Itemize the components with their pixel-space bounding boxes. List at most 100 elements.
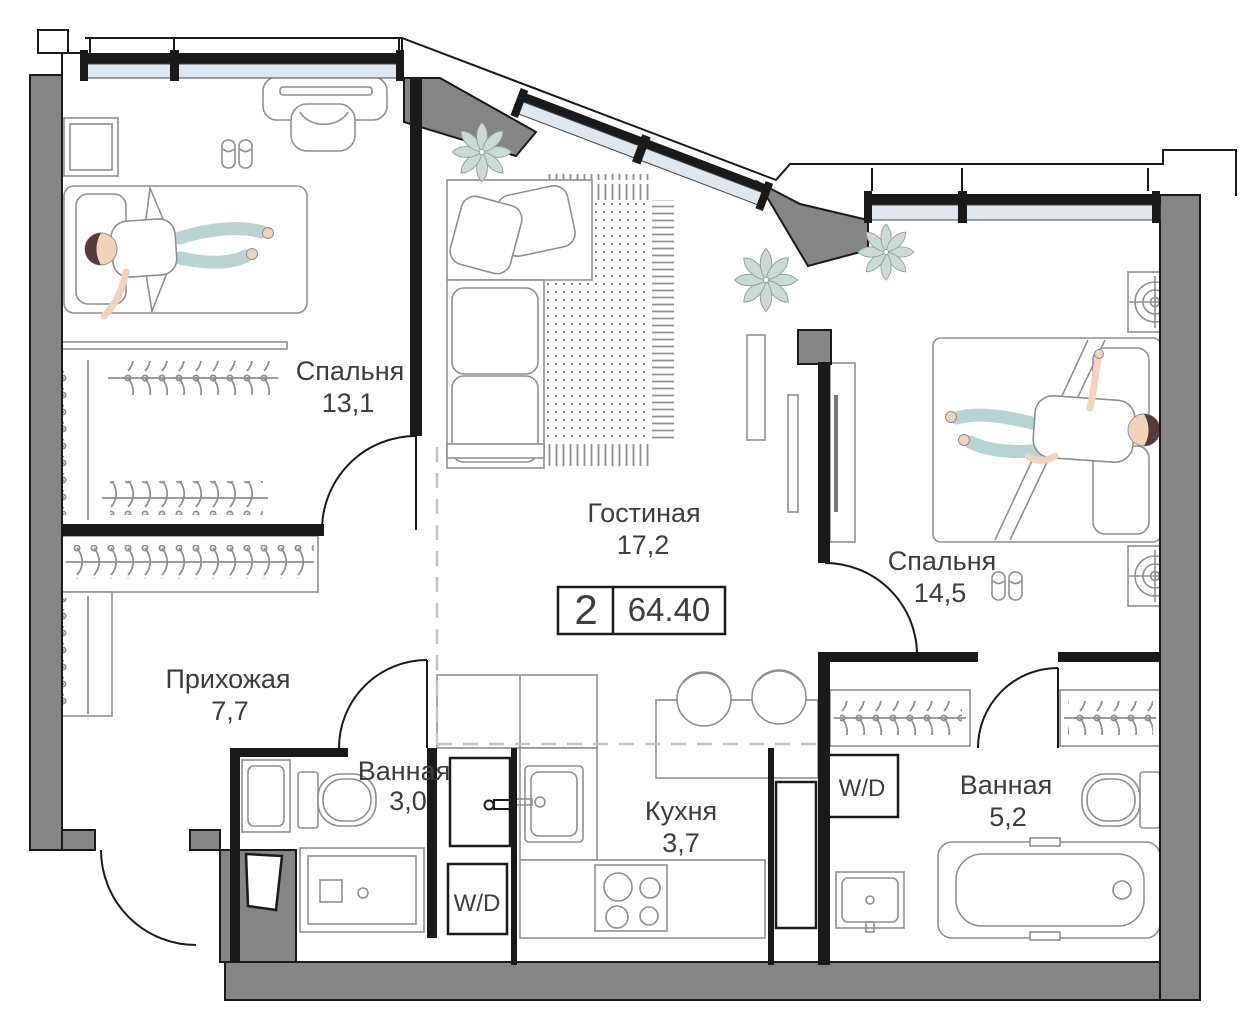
bathtub (937, 837, 1161, 941)
foot (262, 227, 274, 239)
shower-unit (299, 847, 425, 933)
tv-console (746, 334, 799, 513)
room-area: 5,2 (989, 802, 1027, 832)
wall-bottom (224, 961, 1201, 1001)
wall-bedroom2-bathroom2 (830, 652, 978, 662)
kitchen-sink (515, 765, 584, 843)
seat-cushion (451, 287, 539, 375)
room-name: Прихожая (165, 664, 290, 694)
tub-handle (1029, 837, 1061, 847)
bedroom-1-furniture (56, 76, 388, 520)
room-area: 7,7 (211, 696, 249, 726)
media-cabinet (829, 362, 856, 543)
washer-dryer-1: W/D (446, 862, 509, 936)
room-name: Ванная (358, 756, 450, 786)
door-bedroom-2 (824, 562, 918, 656)
plant-icon (734, 248, 798, 312)
room-area: 3,0 (389, 786, 427, 816)
wall-kitchen-left (511, 748, 517, 965)
wall-entry (61, 829, 96, 851)
wall-left (29, 74, 63, 851)
wd-label: W/D (454, 890, 501, 917)
hallway-closets (57, 535, 319, 717)
hangers-row (840, 701, 962, 735)
room-label-bedroom-1: Спальня 13,1 (296, 356, 405, 418)
doors (100, 435, 1059, 946)
person-sleeping-1 (84, 218, 274, 320)
room-label-bathroom-2: Ванная 5,2 (960, 770, 1052, 832)
room-name: Спальня (888, 546, 997, 576)
wall-shaft-left (768, 748, 774, 965)
hangers-row (110, 481, 263, 515)
room-label-bedroom-2: Спальня 14,5 (888, 546, 997, 608)
bar-stool (751, 669, 807, 725)
torso (1032, 394, 1136, 464)
wall-bedroom1-hallway (62, 524, 324, 536)
room-name: Гостиная (587, 498, 700, 528)
badge-total-area: 64.40 (628, 591, 711, 628)
kitchen-cabinet (436, 674, 598, 749)
wardrobes-bathroom-2 (829, 689, 1161, 747)
room-label-living-room: Гостиная 17,2 (587, 498, 700, 560)
toilet (297, 771, 377, 829)
desk-chair (290, 103, 356, 152)
window-bedroom-2 (864, 168, 1161, 223)
room-area: 14,5 (914, 578, 967, 608)
room-label-bathroom-1: Ванная 3,0 (358, 756, 450, 816)
door-bedroom-1 (321, 435, 417, 531)
bar-stool (676, 671, 732, 727)
washbasin (241, 759, 291, 833)
badge-frame (556, 585, 727, 636)
sliding-door-panel (448, 756, 513, 848)
wall-right (1159, 194, 1201, 1001)
door-bathroom-1 (338, 659, 428, 749)
room-label-hallway: Прихожая 7,7 (165, 664, 290, 726)
wall-bedroom1-living (410, 78, 422, 436)
window-bedroom-1 (80, 38, 404, 81)
foot (945, 411, 957, 423)
slippers-icon (991, 571, 1023, 601)
hangers-row (118, 361, 271, 395)
hand (1094, 349, 1104, 359)
window-living-diagonal (510, 88, 774, 212)
wall-bathroom1-right (427, 748, 437, 938)
bedroom-2-furniture (829, 271, 1184, 607)
door-entry (100, 849, 197, 946)
wall-living-bedroom2 (818, 362, 830, 563)
interior-walls (62, 78, 1160, 965)
foot (246, 248, 258, 260)
kitchen-fixtures (436, 669, 819, 939)
sofa (446, 179, 593, 469)
bathroom-1-fixtures: W/D (241, 756, 513, 936)
stove (594, 864, 668, 932)
toilet (1081, 771, 1161, 829)
room-name: Ванная (960, 770, 1052, 800)
closet-shelf (61, 341, 288, 350)
room-area: 17,2 (617, 530, 670, 560)
torso (110, 218, 178, 278)
living-room-furniture (446, 179, 799, 513)
entry-door-leaf (244, 852, 284, 912)
room-label-kitchen: Кухня 3,7 (645, 796, 717, 858)
apartment-badge: 2 64.40 (556, 585, 727, 636)
wall-diagonal-b (755, 179, 869, 268)
washbasin (835, 871, 905, 933)
wall-hall-bathroom1 (230, 748, 348, 757)
wd-label: W/D (839, 775, 886, 802)
person-sleeping-2 (945, 349, 1161, 464)
tv-screen (834, 395, 838, 512)
wardrobe-rails-bedroom-1 (56, 360, 278, 520)
exterior-walls (29, 74, 1201, 1001)
hangers-row (1068, 701, 1153, 735)
wall-entry (189, 829, 221, 851)
room-name: Спальня (296, 356, 405, 386)
wall-bathroom1-left (230, 748, 240, 962)
vent-shaft (774, 780, 818, 930)
slippers-icon (221, 139, 253, 169)
foot (958, 434, 970, 446)
wall-bedroom2-bathroom2 (1058, 652, 1160, 662)
wall-diagonal-a (403, 77, 538, 158)
room-area: 13,1 (322, 388, 375, 418)
